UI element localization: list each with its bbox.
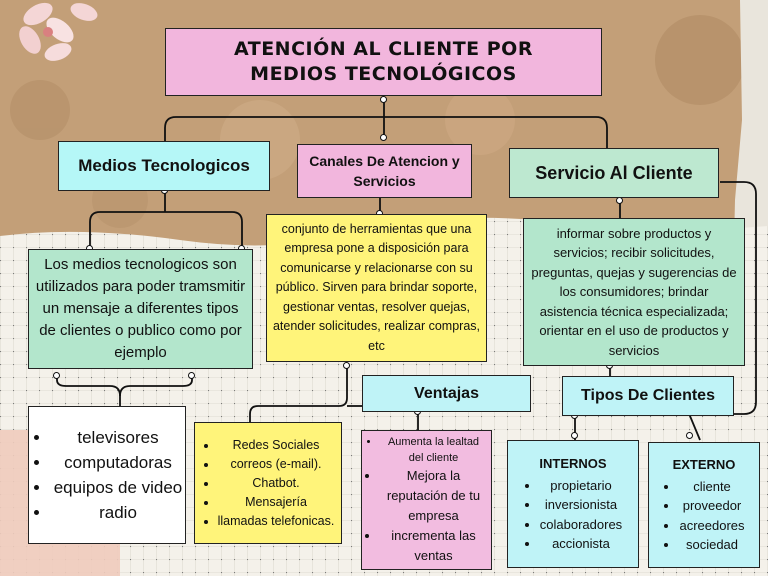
- list-item: Aumenta la lealtad del cliente: [380, 434, 487, 466]
- connector-dot: [380, 134, 387, 141]
- internos-heading: INTERNOS: [539, 456, 607, 472]
- medios-heading-box: Medios Tecnologicos: [58, 141, 270, 191]
- diagram-title: ATENCIÓN AL CLIENTE POR MEDIOS TECNOLÓGI…: [165, 28, 602, 96]
- servicio-heading-box: Servicio Al Cliente: [509, 148, 719, 198]
- list-item: radio: [51, 500, 185, 525]
- medios-examples-box: televisores computadoras equipos de vide…: [28, 406, 186, 544]
- list-item: incrementa las ventas: [380, 526, 487, 566]
- title-line-2: MEDIOS TECNOLÓGICOS: [250, 63, 517, 85]
- list-item: proveedor: [679, 496, 744, 516]
- servicio-description: informar sobre productos y servicios; re…: [531, 225, 737, 358]
- tipos-heading: Tipos De Clientes: [581, 387, 715, 404]
- list-item: sociedad: [679, 535, 744, 555]
- list-item: Redes Sociales: [218, 436, 335, 455]
- canales-description-box: conjunto de herramientas que una empresa…: [266, 214, 487, 362]
- canales-list-box: Redes Sociales correos (e-mail). Chatbot…: [194, 422, 342, 544]
- connector-dot: [571, 432, 578, 439]
- ventajas-box: Aumenta la lealtad del cliente Mejora la…: [361, 430, 492, 570]
- medios-heading: Medios Tecnologicos: [78, 156, 250, 175]
- medios-description-box: Los medios tecnologicos son utilizados p…: [28, 249, 253, 369]
- list-item: computadoras: [51, 450, 185, 475]
- canales-heading-box: Canales De Atencion y Servicios: [297, 144, 472, 198]
- list-item: inversionista: [540, 495, 622, 515]
- externos-heading: EXTERNO: [672, 457, 736, 473]
- connector-dot: [380, 96, 387, 103]
- list-item: equipos de video: [51, 475, 185, 500]
- list-item: correos (e-mail).: [218, 455, 335, 474]
- ventajas-heading: Ventajas: [414, 384, 479, 402]
- connector-dot: [616, 197, 623, 204]
- connector-dot: [53, 372, 60, 379]
- tipos-heading-box: Tipos De Clientes: [562, 376, 734, 416]
- medios-examples-list: televisores computadoras equipos de vide…: [29, 425, 185, 525]
- canales-description: conjunto de herramientas que una empresa…: [272, 221, 481, 353]
- list-item: Chatbot.: [218, 474, 335, 493]
- servicio-heading: Servicio Al Cliente: [535, 162, 693, 183]
- connector-dot: [343, 362, 350, 369]
- ventajas-heading-box: Ventajas: [362, 375, 531, 412]
- internos-list: propietario inversionista colaboradores …: [524, 476, 622, 554]
- servicio-description-box: informar sobre productos y servicios; re…: [523, 218, 745, 366]
- canales-heading: Canales De Atencion y Servicios: [309, 153, 460, 189]
- list-item: Mejora la reputación de tu empresa: [380, 466, 487, 526]
- list-item: cliente: [679, 477, 744, 497]
- list-item: colaboradores: [540, 515, 622, 535]
- connector-dot: [188, 372, 195, 379]
- flower-decoration: [19, 2, 98, 61]
- list-item: accionista: [540, 534, 622, 554]
- list-item: Mensajería: [218, 493, 335, 512]
- list-item: acreedores: [679, 516, 744, 536]
- externos-list: cliente proveedor acreedores sociedad: [663, 477, 744, 555]
- ventajas-list: Aumenta la lealtad del cliente Mejora la…: [366, 434, 487, 566]
- medios-description: Los medios tecnologicos son utilizados p…: [35, 256, 246, 361]
- canales-list: Redes Sociales correos (e-mail). Chatbot…: [202, 436, 335, 531]
- internos-box: INTERNOS propietario inversionista colab…: [507, 440, 639, 568]
- list-item: propietario: [540, 476, 622, 496]
- title-line-1: ATENCIÓN AL CLIENTE POR: [234, 38, 533, 60]
- externos-box: EXTERNO cliente proveedor acreedores soc…: [648, 442, 760, 568]
- connector-dot: [686, 432, 693, 439]
- list-item: televisores: [51, 425, 185, 450]
- list-item: llamadas telefonicas.: [218, 512, 335, 531]
